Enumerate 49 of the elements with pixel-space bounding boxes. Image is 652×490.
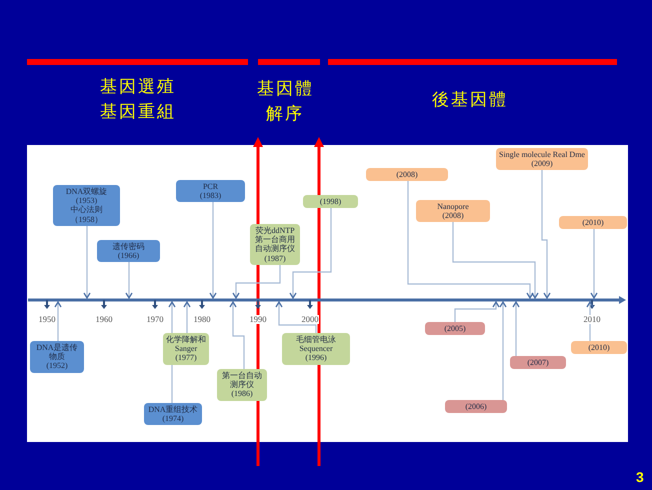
leader-line — [183, 301, 191, 333]
event-box: (2008) — [366, 168, 448, 182]
leader-line — [512, 301, 520, 356]
event-box: (2005) — [425, 322, 485, 336]
leader-line — [586, 301, 594, 341]
leader-line — [590, 229, 598, 299]
leader-line — [452, 222, 539, 299]
leader-line — [229, 301, 245, 369]
leader-line — [125, 262, 133, 299]
event-box: (2006) — [445, 400, 507, 414]
year-label: 2000 — [302, 315, 318, 324]
leader-line — [232, 265, 281, 299]
event-box: DNA是遗传物质 (1952) — [30, 341, 84, 373]
event-box: 毛细管电泳 Sequencer (1996) — [282, 333, 350, 365]
period-heading: 基因體 — [257, 80, 314, 97]
leader-line — [454, 301, 500, 322]
event-box: Nanopore (2008) — [416, 200, 490, 222]
page-number: 3 — [636, 470, 644, 484]
event-box: (2010) — [571, 341, 627, 354]
year-label: 1970 — [146, 315, 164, 324]
event-box: (1998) — [303, 195, 358, 208]
event-box: 遗传密码 (1966) — [97, 240, 160, 262]
leader-line — [54, 301, 62, 341]
event-box: 化学降解和Sanger (1977) — [163, 333, 209, 365]
leader-line — [209, 202, 217, 299]
event-box: 第一台自动测序仪 (1986) — [217, 369, 267, 401]
year-label: 1980 — [194, 315, 210, 324]
timeline-axis — [28, 296, 626, 304]
event-box: 荧光ddNTP第一台商用自动测序仪 (1987) — [250, 224, 300, 265]
leader-line — [289, 208, 332, 299]
period-heading: 基因重組 — [100, 103, 176, 120]
event-box: Single molecule Real Dme (2009) — [496, 148, 588, 170]
year-label: 1950 — [38, 315, 56, 324]
event-box: DNA双螺旋 (1953) 中心法则 （1958） — [53, 185, 120, 226]
leader-line — [499, 301, 507, 400]
leader-line — [541, 170, 551, 299]
leader-line — [83, 226, 91, 299]
period-heading: 解序 — [266, 105, 304, 122]
year-label: 1960 — [96, 315, 112, 324]
leader-line — [275, 301, 317, 333]
event-box: PCR (1983) — [176, 180, 245, 202]
leader-line — [407, 181, 534, 299]
year-label: 1990 — [250, 315, 266, 324]
event-box: (2007) — [510, 356, 566, 370]
period-heading: 基因選殖 — [100, 78, 176, 95]
period-heading: 後基因體 — [432, 91, 508, 108]
event-box: (2010) — [559, 216, 627, 230]
year-label: 2010 — [584, 315, 600, 324]
event-box: DNA重组技术 (1974) — [144, 403, 202, 426]
